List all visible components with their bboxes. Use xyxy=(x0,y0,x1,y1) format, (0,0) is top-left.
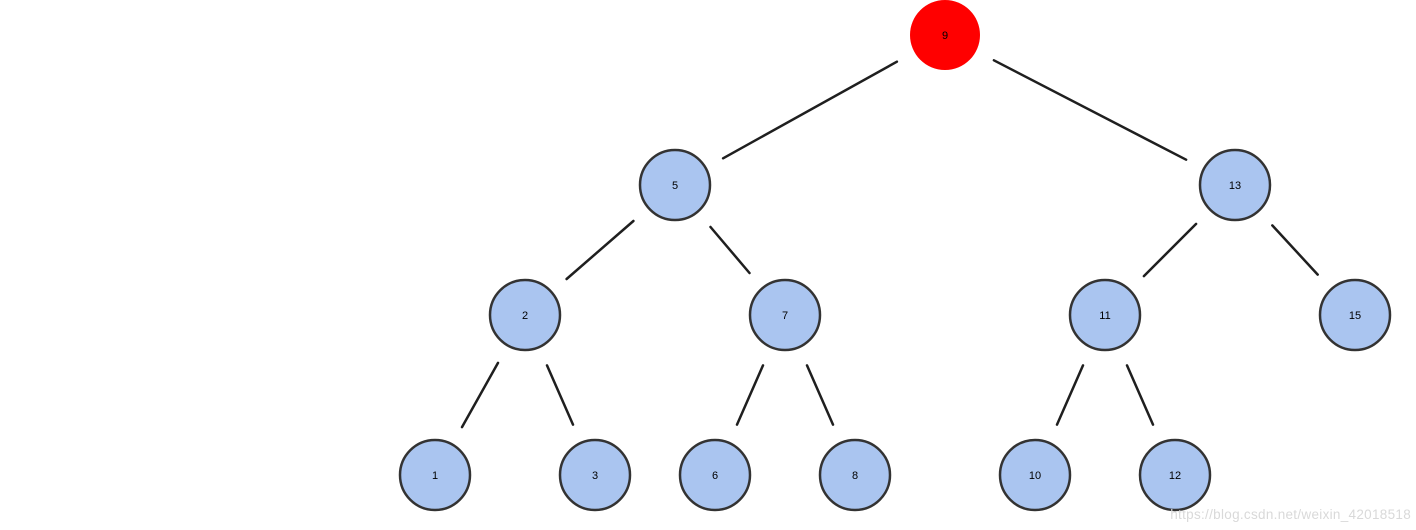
node-label: 5 xyxy=(672,180,678,192)
node-circle xyxy=(910,0,980,70)
node-label: 10 xyxy=(1029,470,1041,482)
tree-node-3: 3 xyxy=(558,438,632,512)
tree-edge-5-7 xyxy=(709,225,751,275)
node-label: 13 xyxy=(1229,180,1241,192)
node-label: 15 xyxy=(1349,310,1361,322)
tree-node-2: 2 xyxy=(488,278,562,352)
tree-edge-9-5 xyxy=(721,60,899,160)
node-label: 3 xyxy=(592,470,598,482)
node-label: 8 xyxy=(852,470,858,482)
node-label: 7 xyxy=(782,310,788,322)
node-circle xyxy=(1318,278,1392,352)
tree-edge-5-2 xyxy=(565,219,635,281)
tree-edge-7-6 xyxy=(735,364,765,426)
tree-node-10: 10 xyxy=(998,438,1072,512)
node-circle xyxy=(818,438,892,512)
tree-edge-9-13 xyxy=(992,59,1188,161)
tree-edge-7-8 xyxy=(805,364,835,426)
node-circle xyxy=(998,438,1072,512)
tree-edge-11-10 xyxy=(1055,364,1085,426)
node-circle xyxy=(678,438,752,512)
node-circle xyxy=(1068,278,1142,352)
node-label: 9 xyxy=(942,30,948,42)
tree-edge-11-12 xyxy=(1125,364,1155,426)
tree-edge-13-15 xyxy=(1271,224,1319,276)
tree-node-9: 9 xyxy=(910,0,980,70)
tree-edge-2-3 xyxy=(545,364,575,426)
node-circle xyxy=(1138,438,1212,512)
node-circle xyxy=(558,438,632,512)
node-label: 2 xyxy=(522,310,528,322)
tree-node-8: 8 xyxy=(818,438,892,512)
node-circle xyxy=(748,278,822,352)
tree-node-5: 5 xyxy=(638,148,712,222)
tree-edges xyxy=(460,59,1319,429)
node-circle xyxy=(488,278,562,352)
node-circle xyxy=(1198,148,1272,222)
node-circle xyxy=(398,438,472,512)
tree-node-7: 7 xyxy=(748,278,822,352)
tree-edge-13-11 xyxy=(1142,222,1198,278)
tree-node-12: 12 xyxy=(1138,438,1212,512)
tree-edge-2-1 xyxy=(460,361,500,429)
node-label: 12 xyxy=(1169,470,1181,482)
tree-node-6: 6 xyxy=(678,438,752,512)
watermark: https://blog.csdn.net/weixin_42018518 xyxy=(1170,507,1411,522)
node-label: 6 xyxy=(712,470,718,482)
tree-node-15: 15 xyxy=(1318,278,1392,352)
node-label: 1 xyxy=(432,470,438,482)
node-label: 11 xyxy=(1099,310,1110,322)
tree-node-1: 1 xyxy=(398,438,472,512)
tree-node-11: 11 xyxy=(1068,278,1142,352)
tree-node-13: 13 xyxy=(1198,148,1272,222)
node-circle xyxy=(638,148,712,222)
